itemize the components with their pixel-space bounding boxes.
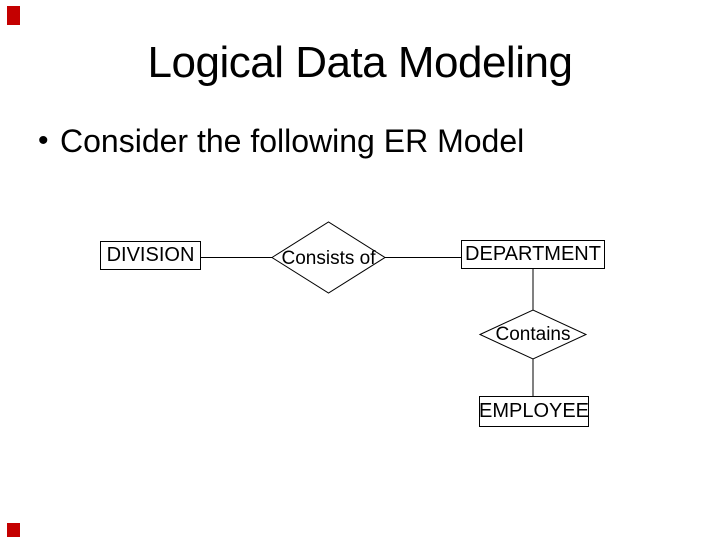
relationship-diamond-consists-of xyxy=(271,221,386,294)
red-corner-mark-bottom xyxy=(7,523,20,537)
entity-employee-label: EMPLOYEE xyxy=(478,400,590,422)
bullet-item: • Consider the following ER Model xyxy=(38,121,524,161)
relationship-consists-of-label: Consists of xyxy=(281,248,376,269)
relationship-consists-of-label-box: Consists of xyxy=(272,224,385,294)
bullet-text: Consider the following ER Model xyxy=(60,123,525,159)
slide-title: Logical Data Modeling xyxy=(147,38,573,87)
bullet-marker: • xyxy=(38,124,49,157)
entity-division: DIVISION xyxy=(100,241,201,270)
entity-division-label: DIVISION xyxy=(106,244,195,266)
red-corner-mark-top xyxy=(7,6,20,25)
relationship-contains-label: Contains xyxy=(495,323,571,345)
entity-department-label: DEPARTMENT xyxy=(465,243,601,265)
entity-employee: EMPLOYEE xyxy=(479,396,589,427)
entity-department: DEPARTMENT xyxy=(461,240,605,269)
relationship-contains-label-box: Contains xyxy=(480,310,586,359)
relationship-diamond-contains xyxy=(478,309,588,360)
